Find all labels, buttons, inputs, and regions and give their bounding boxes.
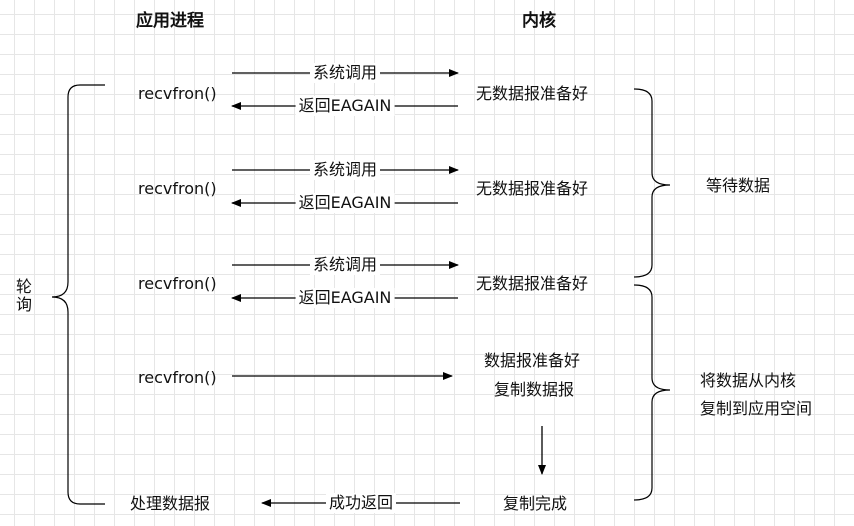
recvfrom-call-4: recvfron() — [138, 368, 217, 387]
process-datagram-label: 处理数据报 — [130, 494, 211, 513]
copy-phase-label-2: 复制到应用空间 — [700, 399, 813, 418]
copy-phase-label-1: 将数据从内核 — [700, 371, 797, 390]
recvfrom-call-3: recvfron() — [138, 274, 217, 293]
kernel-state-2: 无数据报准备好 — [476, 179, 589, 198]
syscall-label-3: 系统调用 — [309, 255, 381, 275]
copy-done-label: 复制完成 — [503, 494, 568, 513]
copy-datagram-label: 复制数据报 — [494, 380, 575, 399]
recvfrom-call-2: recvfron() — [138, 179, 217, 198]
copy-brace — [633, 284, 671, 501]
kernel-ready-label: 数据报准备好 — [484, 351, 581, 370]
kernel-header: 内核 — [522, 11, 556, 31]
success-return-label: 成功返回 — [325, 493, 397, 513]
wait-brace — [633, 88, 671, 278]
kernel-state-1: 无数据报准备好 — [476, 84, 589, 103]
app-process-header: 应用进程 — [136, 11, 204, 31]
eagain-label-2: 返回EAGAIN — [295, 193, 395, 213]
syscall-label-1: 系统调用 — [309, 63, 381, 83]
polling-label: 轮询 — [13, 278, 32, 314]
polling-brace — [51, 84, 105, 505]
kernel-state-3: 无数据报准备好 — [476, 274, 589, 293]
eagain-label-3: 返回EAGAIN — [295, 288, 395, 308]
recvfrom-call-1: recvfron() — [138, 84, 217, 103]
eagain-label-1: 返回EAGAIN — [295, 96, 395, 116]
wait-data-label: 等待数据 — [706, 176, 771, 195]
syscall-label-2: 系统调用 — [309, 160, 381, 180]
